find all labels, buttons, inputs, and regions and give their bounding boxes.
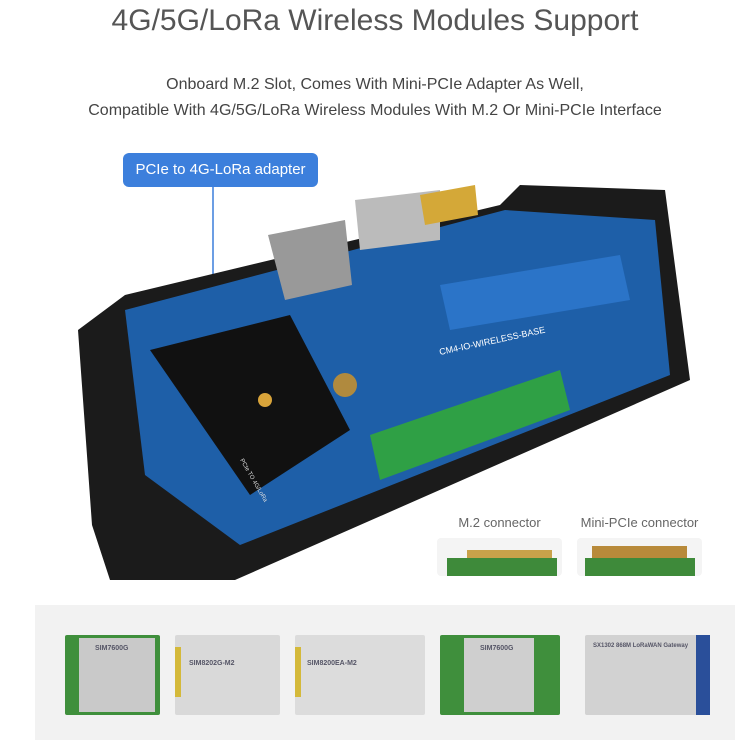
- module-card: SX1302 868M LoRaWAN Gateway: [585, 635, 710, 715]
- usb-ports: [355, 190, 440, 250]
- module-card: SIM7600G: [65, 635, 160, 715]
- board-illustration: CM4-IO-WIRELESS-BASE PCIe TO 4G/LoRa: [78, 185, 690, 580]
- page-title: 4G/5G/LoRa Wireless Modules Support: [111, 4, 639, 37]
- subtitle-line-2: Compatible With 4G/5G/LoRa Wireless Modu…: [88, 102, 662, 119]
- mounting-hole: [258, 393, 272, 407]
- pcie-adapter: [150, 315, 350, 495]
- connector-label-minipcie: Mini-PCIe connector: [580, 515, 699, 530]
- subtitle-line-1: Onboard M.2 Slot, Comes With Mini-PCIe A…: [166, 76, 584, 93]
- terminal-block: [370, 370, 570, 480]
- silkscreen-area: [440, 255, 630, 330]
- coin-cell: [333, 373, 357, 397]
- module-card: SIM8200EA-M2: [295, 635, 425, 715]
- minipcie-connector-image: [577, 538, 702, 576]
- callout-label: PCIe to 4G-LoRa adapter: [123, 153, 318, 187]
- modules-panel: SIM7600G SIM8202G-M2 SIM8200EA-M2 SIM760…: [35, 605, 735, 740]
- hdmi-port: [420, 185, 478, 225]
- connector-label-m2: M.2 connector: [458, 515, 541, 530]
- ethernet-port: [268, 220, 352, 300]
- m2-connector-image: [437, 538, 562, 576]
- module-card: SIM8202G-M2: [175, 635, 280, 715]
- module-card: SIM7600G: [440, 635, 560, 715]
